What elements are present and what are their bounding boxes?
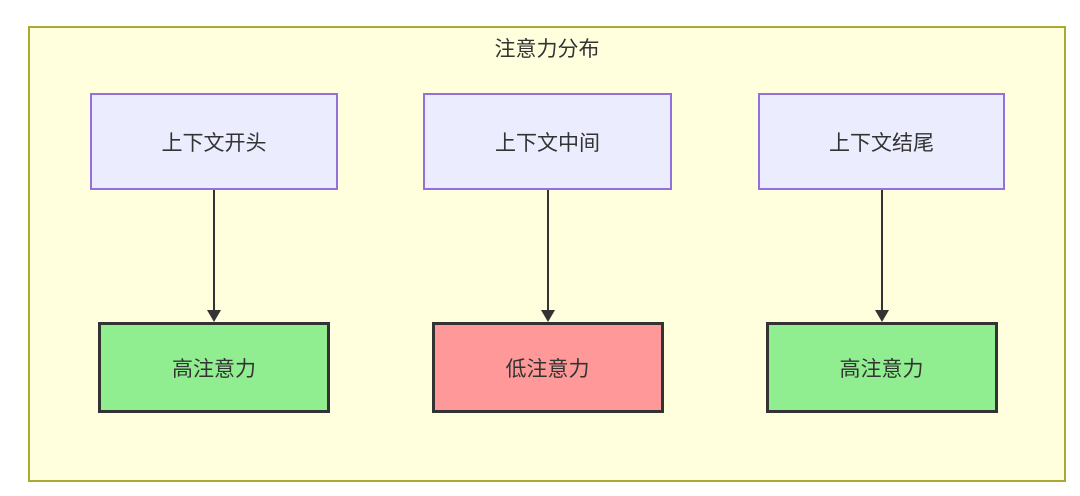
arrow-down (874, 190, 889, 322)
arrow-head (540, 310, 555, 322)
node-context-middle: 上下文中间 (423, 93, 672, 190)
diagram-column-end: 上下文结尾 高注意力 (758, 93, 1005, 413)
arrow-line (213, 190, 215, 310)
arrow-line (880, 190, 883, 310)
node-high-attention-right: 高注意力 (765, 322, 998, 413)
arrow-line (546, 190, 549, 310)
node-context-end-label: 上下文结尾 (829, 131, 934, 155)
node-high-attention-left: 高注意力 (98, 322, 330, 413)
node-context-end: 上下文结尾 (758, 93, 1005, 190)
diagram-column-beginning: 上下文开头 高注意力 (90, 93, 338, 413)
arrow-head (207, 310, 221, 322)
node-context-beginning-label: 上下文开头 (161, 131, 267, 155)
node-context-middle-label: 上下文中间 (495, 131, 600, 155)
node-context-beginning: 上下文开头 (90, 93, 338, 190)
arrow-down (207, 190, 221, 322)
diagram-column-middle: 上下文中间 低注意力 (423, 93, 672, 413)
arrow-head (874, 310, 889, 322)
diagram-title: 注意力分布 (494, 38, 600, 61)
node-low-attention-label: 低注意力 (505, 357, 590, 381)
node-low-attention: 低注意力 (431, 322, 664, 413)
node-high-attention-left-label: 高注意力 (172, 357, 256, 381)
arrow-down (540, 190, 555, 322)
node-high-attention-right-label: 高注意力 (839, 357, 924, 381)
